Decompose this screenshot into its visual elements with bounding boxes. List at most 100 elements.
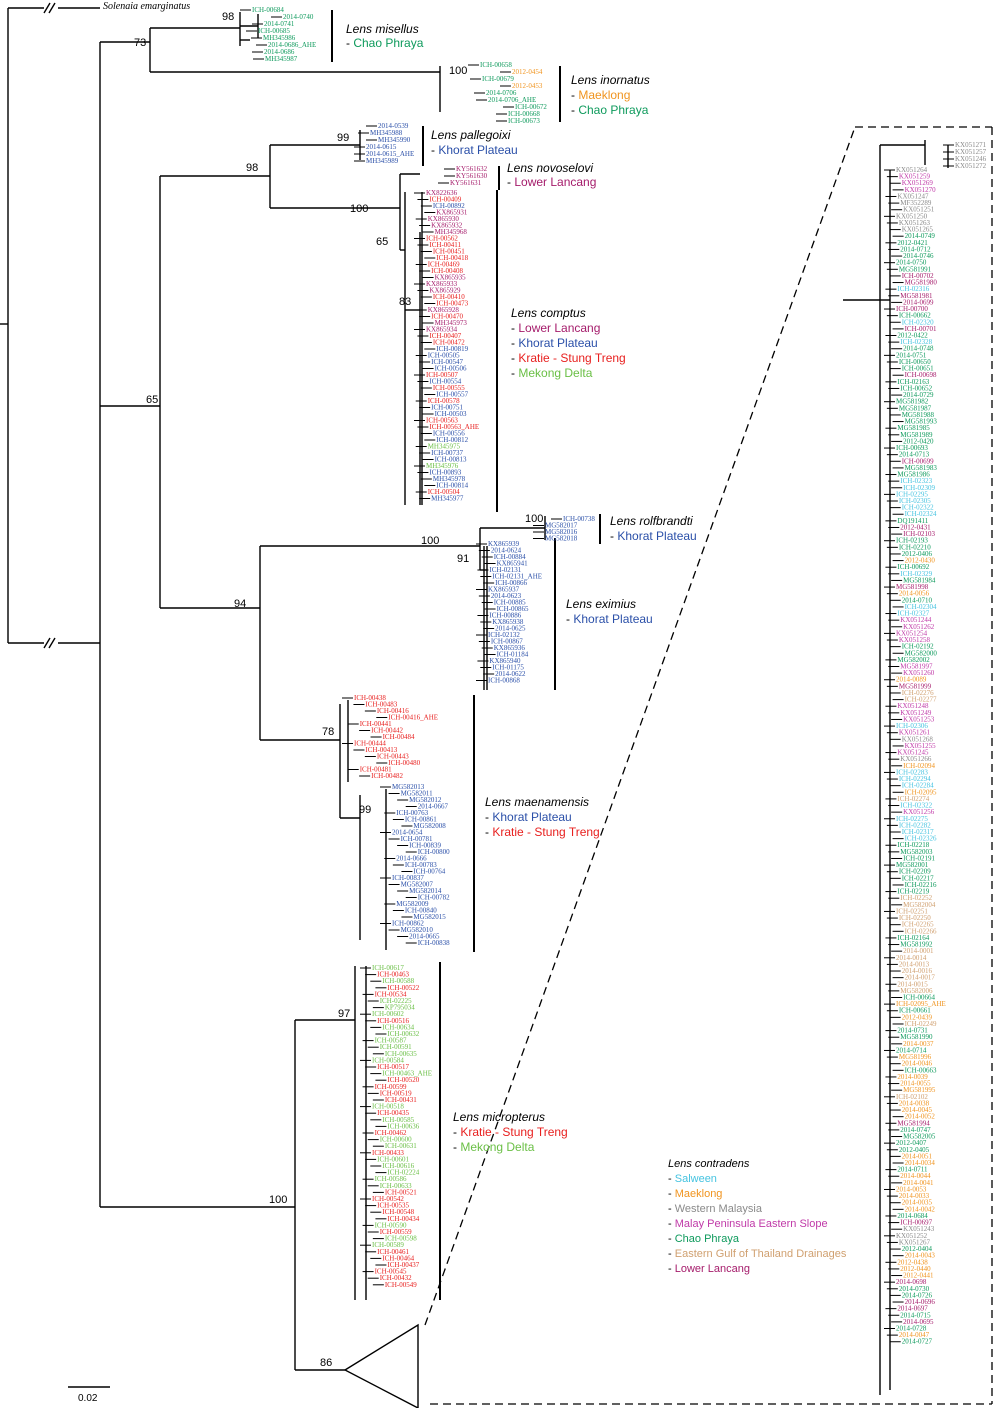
tip-label: ICH-00800 bbox=[418, 848, 450, 856]
tip-label: MG581999 bbox=[899, 682, 932, 690]
tip-label: ICH-00563_AHE bbox=[429, 423, 479, 431]
tip-label: ICH-00751 bbox=[431, 404, 463, 412]
tip-label: ICH-02266 bbox=[905, 927, 937, 935]
tip-label: 2012-0440 bbox=[900, 1265, 931, 1273]
species-name: Lens misellus bbox=[346, 22, 419, 36]
tip-label: 2014-0748 bbox=[903, 345, 934, 353]
tip-label: KX051264 bbox=[896, 166, 928, 174]
tip-label: 2014-0730 bbox=[899, 1285, 930, 1293]
tip-label: ICH-00699 bbox=[902, 457, 934, 465]
tip-label: ICH-02306 bbox=[896, 722, 928, 730]
tip-label: KX822636 bbox=[426, 189, 458, 197]
tip-label: ICH-00866 bbox=[495, 579, 527, 587]
tip-label: 2014-0728 bbox=[896, 1325, 927, 1333]
tip-label: 2014-0729 bbox=[903, 391, 934, 399]
tip-label: ICH-02192 bbox=[902, 643, 934, 651]
tip-label: MG581984 bbox=[903, 576, 936, 584]
tip-label: 2014-0016 bbox=[902, 967, 933, 975]
tip-label: ICH-00548 bbox=[382, 1208, 414, 1216]
tip-label: KX051246 bbox=[955, 155, 987, 163]
tip-label: 2014-0666 bbox=[396, 855, 427, 863]
tip-label: ICH-02283 bbox=[896, 768, 928, 776]
tip-label: ICH-00407 bbox=[429, 332, 461, 340]
tip-label: ICH-00585 bbox=[382, 1116, 414, 1124]
region-text: Chao Phraya bbox=[353, 36, 423, 50]
tip-label: MG581995 bbox=[903, 1086, 936, 1094]
region-label: - Kratie - Stung Treng bbox=[511, 351, 626, 365]
tip-label: ICH-00437 bbox=[387, 1261, 419, 1269]
tip-label: 2014-0625 bbox=[495, 625, 526, 633]
tip-label: ICH-02323 bbox=[900, 477, 932, 485]
tip-label: 2014-0714 bbox=[896, 1046, 927, 1054]
root-taxon-label: Solenaia emarginatus bbox=[103, 1, 190, 12]
tip-label: 2014-0654 bbox=[392, 829, 423, 837]
tip-label: ICH-01184 bbox=[497, 651, 529, 659]
tip-label: MG581997 bbox=[900, 663, 933, 671]
clade-micropterus: Lens micropterus - Kratie - Stung Treng … bbox=[453, 1110, 568, 1154]
tip-label: ICH-00839 bbox=[409, 842, 441, 850]
tip-label: ICH-00861 bbox=[405, 816, 437, 824]
tip-label: ICH-00782 bbox=[418, 894, 450, 902]
tip-label: ICH-00411 bbox=[429, 241, 461, 249]
tip-label: ICH-00664 bbox=[903, 994, 935, 1002]
tip-label: ICH-02132 bbox=[488, 631, 520, 639]
tip-label: KX865936 bbox=[494, 644, 526, 652]
tip-label: ICH-00545 bbox=[375, 1268, 407, 1276]
region-label: - Khorat Plateau bbox=[511, 336, 598, 350]
tip-label: 2014-0056 bbox=[899, 590, 930, 598]
tip-label: KX865933 bbox=[426, 280, 458, 288]
region-text: Khorat Plateau bbox=[518, 336, 597, 350]
tip-label: ICH-02320 bbox=[902, 318, 934, 326]
tip-label: ICH-00635 bbox=[385, 1050, 417, 1058]
tip-label: MG582016 bbox=[545, 528, 578, 536]
tip-label: KX051250 bbox=[896, 212, 928, 220]
tip-label: MG582007 bbox=[401, 881, 434, 889]
tip-labels: ICH-006842014-07402014-0741ICH-00685MH34… bbox=[240, 6, 987, 1346]
tip-label: KX051272 bbox=[955, 162, 987, 170]
tip-label: ICH-00651 bbox=[902, 365, 934, 373]
tip-label: 2014-0747 bbox=[900, 1126, 931, 1134]
tip-label: 2014-0740 bbox=[283, 13, 314, 21]
tip-label: MF352289 bbox=[900, 199, 932, 207]
tip-label: ICH-00764 bbox=[413, 868, 445, 876]
tip-label: ICH-01175 bbox=[492, 664, 524, 672]
tip-label: MG581993 bbox=[905, 418, 938, 426]
tip-label: ICH-00672 bbox=[515, 103, 547, 111]
tip-label: ICH-00563 bbox=[426, 417, 458, 425]
tip-label: ICH-00518 bbox=[372, 1103, 404, 1111]
clade-novoselovi: Lens novoselovi - Lower Lancang bbox=[507, 161, 596, 189]
tip-label: ICH-00700 bbox=[896, 305, 928, 313]
legend-item-text: Eastern Gulf of Thailand Drainages bbox=[675, 1248, 847, 1260]
region-label: - Chao Phraya bbox=[346, 36, 424, 50]
tip-label: ICH-02095 bbox=[905, 788, 937, 796]
tip-label: ICH-00813 bbox=[435, 456, 467, 464]
region-text: Khorat Plateau bbox=[617, 529, 696, 543]
tip-label: 2014-0037 bbox=[903, 1040, 934, 1048]
tip-label: ICH-02225 bbox=[380, 997, 412, 1005]
species-name: Lens novoselovi bbox=[507, 161, 593, 175]
region-text: Kratie - Stung Treng bbox=[460, 1125, 567, 1139]
tip-label: 2014-0038 bbox=[899, 1099, 930, 1107]
tip-label: ICH-00451 bbox=[433, 248, 465, 256]
tip-label: 2014-0696 bbox=[905, 1298, 936, 1306]
tip-label: 2014-0017 bbox=[905, 974, 936, 982]
tip-label: KX865934 bbox=[426, 326, 458, 334]
tip-label: ICH-00480 bbox=[388, 759, 420, 767]
tip-label: KX865941 bbox=[497, 560, 529, 568]
bootstrap-value: 99 bbox=[337, 132, 349, 144]
tip-label: ICH-00557 bbox=[436, 391, 468, 399]
tip-label: 2014-0041 bbox=[903, 1179, 934, 1187]
tip-label: ICH-00408 bbox=[431, 267, 463, 275]
tip-label: KX051244 bbox=[900, 616, 932, 624]
tip-label: 2012-0407 bbox=[896, 1139, 927, 1147]
region-label: - Kratie - Stung Treng bbox=[485, 825, 600, 839]
tip-label: KX051263 bbox=[899, 219, 931, 227]
tip-label: ICH-00464 bbox=[382, 1254, 414, 1262]
tip-label: ICH-00867 bbox=[491, 638, 523, 646]
legend-item: - Lower Lancang bbox=[668, 1263, 750, 1275]
tip-label: MG582012 bbox=[409, 796, 442, 804]
tip-label: 2014-0727 bbox=[902, 1338, 933, 1346]
tip-label: ICH-02191 bbox=[903, 854, 935, 862]
tip-label: KX865940 bbox=[489, 657, 521, 665]
